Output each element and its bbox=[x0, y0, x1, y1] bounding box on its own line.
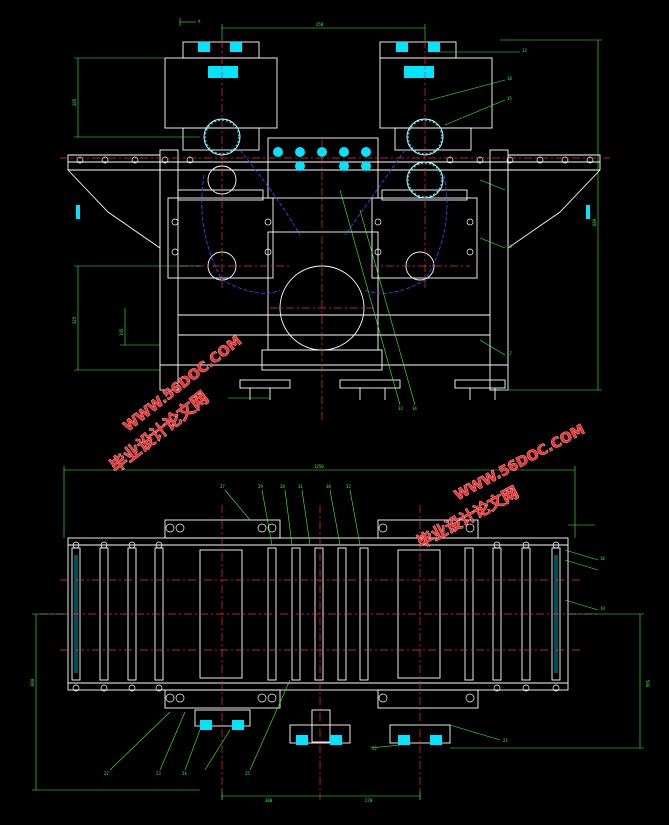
dimension-lines-bottom bbox=[32, 466, 644, 800]
dim-overall-length: 1250 bbox=[314, 464, 324, 469]
front-elevation-view bbox=[67, 41, 601, 400]
balloon-bl-0: 22 bbox=[104, 771, 109, 776]
dimension-labels-top: 250 285 680 325 195 A 13 18 15 16 17 32 … bbox=[72, 19, 597, 411]
dim-bottom-left: 300 bbox=[265, 798, 273, 803]
dim-left-lower: 325 bbox=[72, 316, 77, 324]
dim-right-height: 680 bbox=[592, 218, 597, 226]
balloon-b-2: 28 bbox=[280, 484, 285, 489]
balloon-b-1: 29 bbox=[258, 484, 263, 489]
dim-left-width: 880 bbox=[30, 678, 35, 686]
dim-left-lower-inner: 195 bbox=[119, 328, 124, 336]
balloon-bl-4: 21 bbox=[503, 738, 508, 743]
balloon-bl-2: 24 bbox=[182, 771, 187, 776]
balloon-top-2: 15 bbox=[507, 96, 512, 101]
balloon-top-1: 18 bbox=[507, 76, 512, 81]
balloon-b-5: 32 bbox=[346, 484, 351, 489]
dim-left-height: 285 bbox=[72, 98, 77, 106]
hatched-parts-top bbox=[76, 42, 590, 219]
balloon-bl-3: 25 bbox=[245, 771, 250, 776]
balloon-top-5: 32 bbox=[398, 406, 403, 411]
centerlines-top bbox=[60, 40, 610, 420]
balloon-top-3: 16 bbox=[507, 244, 512, 249]
balloon-bl-1: 23 bbox=[156, 771, 161, 776]
dimension-lines-top bbox=[74, 18, 602, 406]
balloon-br-0: 18 bbox=[600, 556, 605, 561]
balloon-b-3: 31 bbox=[298, 484, 303, 489]
section-mark: A bbox=[198, 19, 201, 24]
balloon-b-4: 30 bbox=[326, 484, 331, 489]
balloon-top-0: 13 bbox=[522, 48, 527, 53]
balloon-b-0: 27 bbox=[220, 484, 225, 489]
balloon-br-1: 19 bbox=[600, 606, 605, 611]
balloon-top-4: 17 bbox=[507, 351, 512, 356]
balloon-top-6: 34 bbox=[412, 406, 417, 411]
dim-bottom-right: 270 bbox=[365, 798, 373, 803]
dimension-labels-bottom: 1250 880 580 300 270 27 29 28 31 30 32 1… bbox=[30, 464, 650, 803]
dim-span-top: 250 bbox=[316, 22, 324, 27]
hidden-lines-top bbox=[201, 149, 448, 294]
dim-right-width: 580 bbox=[645, 680, 650, 688]
centerlines-bottom bbox=[40, 505, 600, 800]
balloon-bl-5: 22 bbox=[372, 746, 377, 751]
